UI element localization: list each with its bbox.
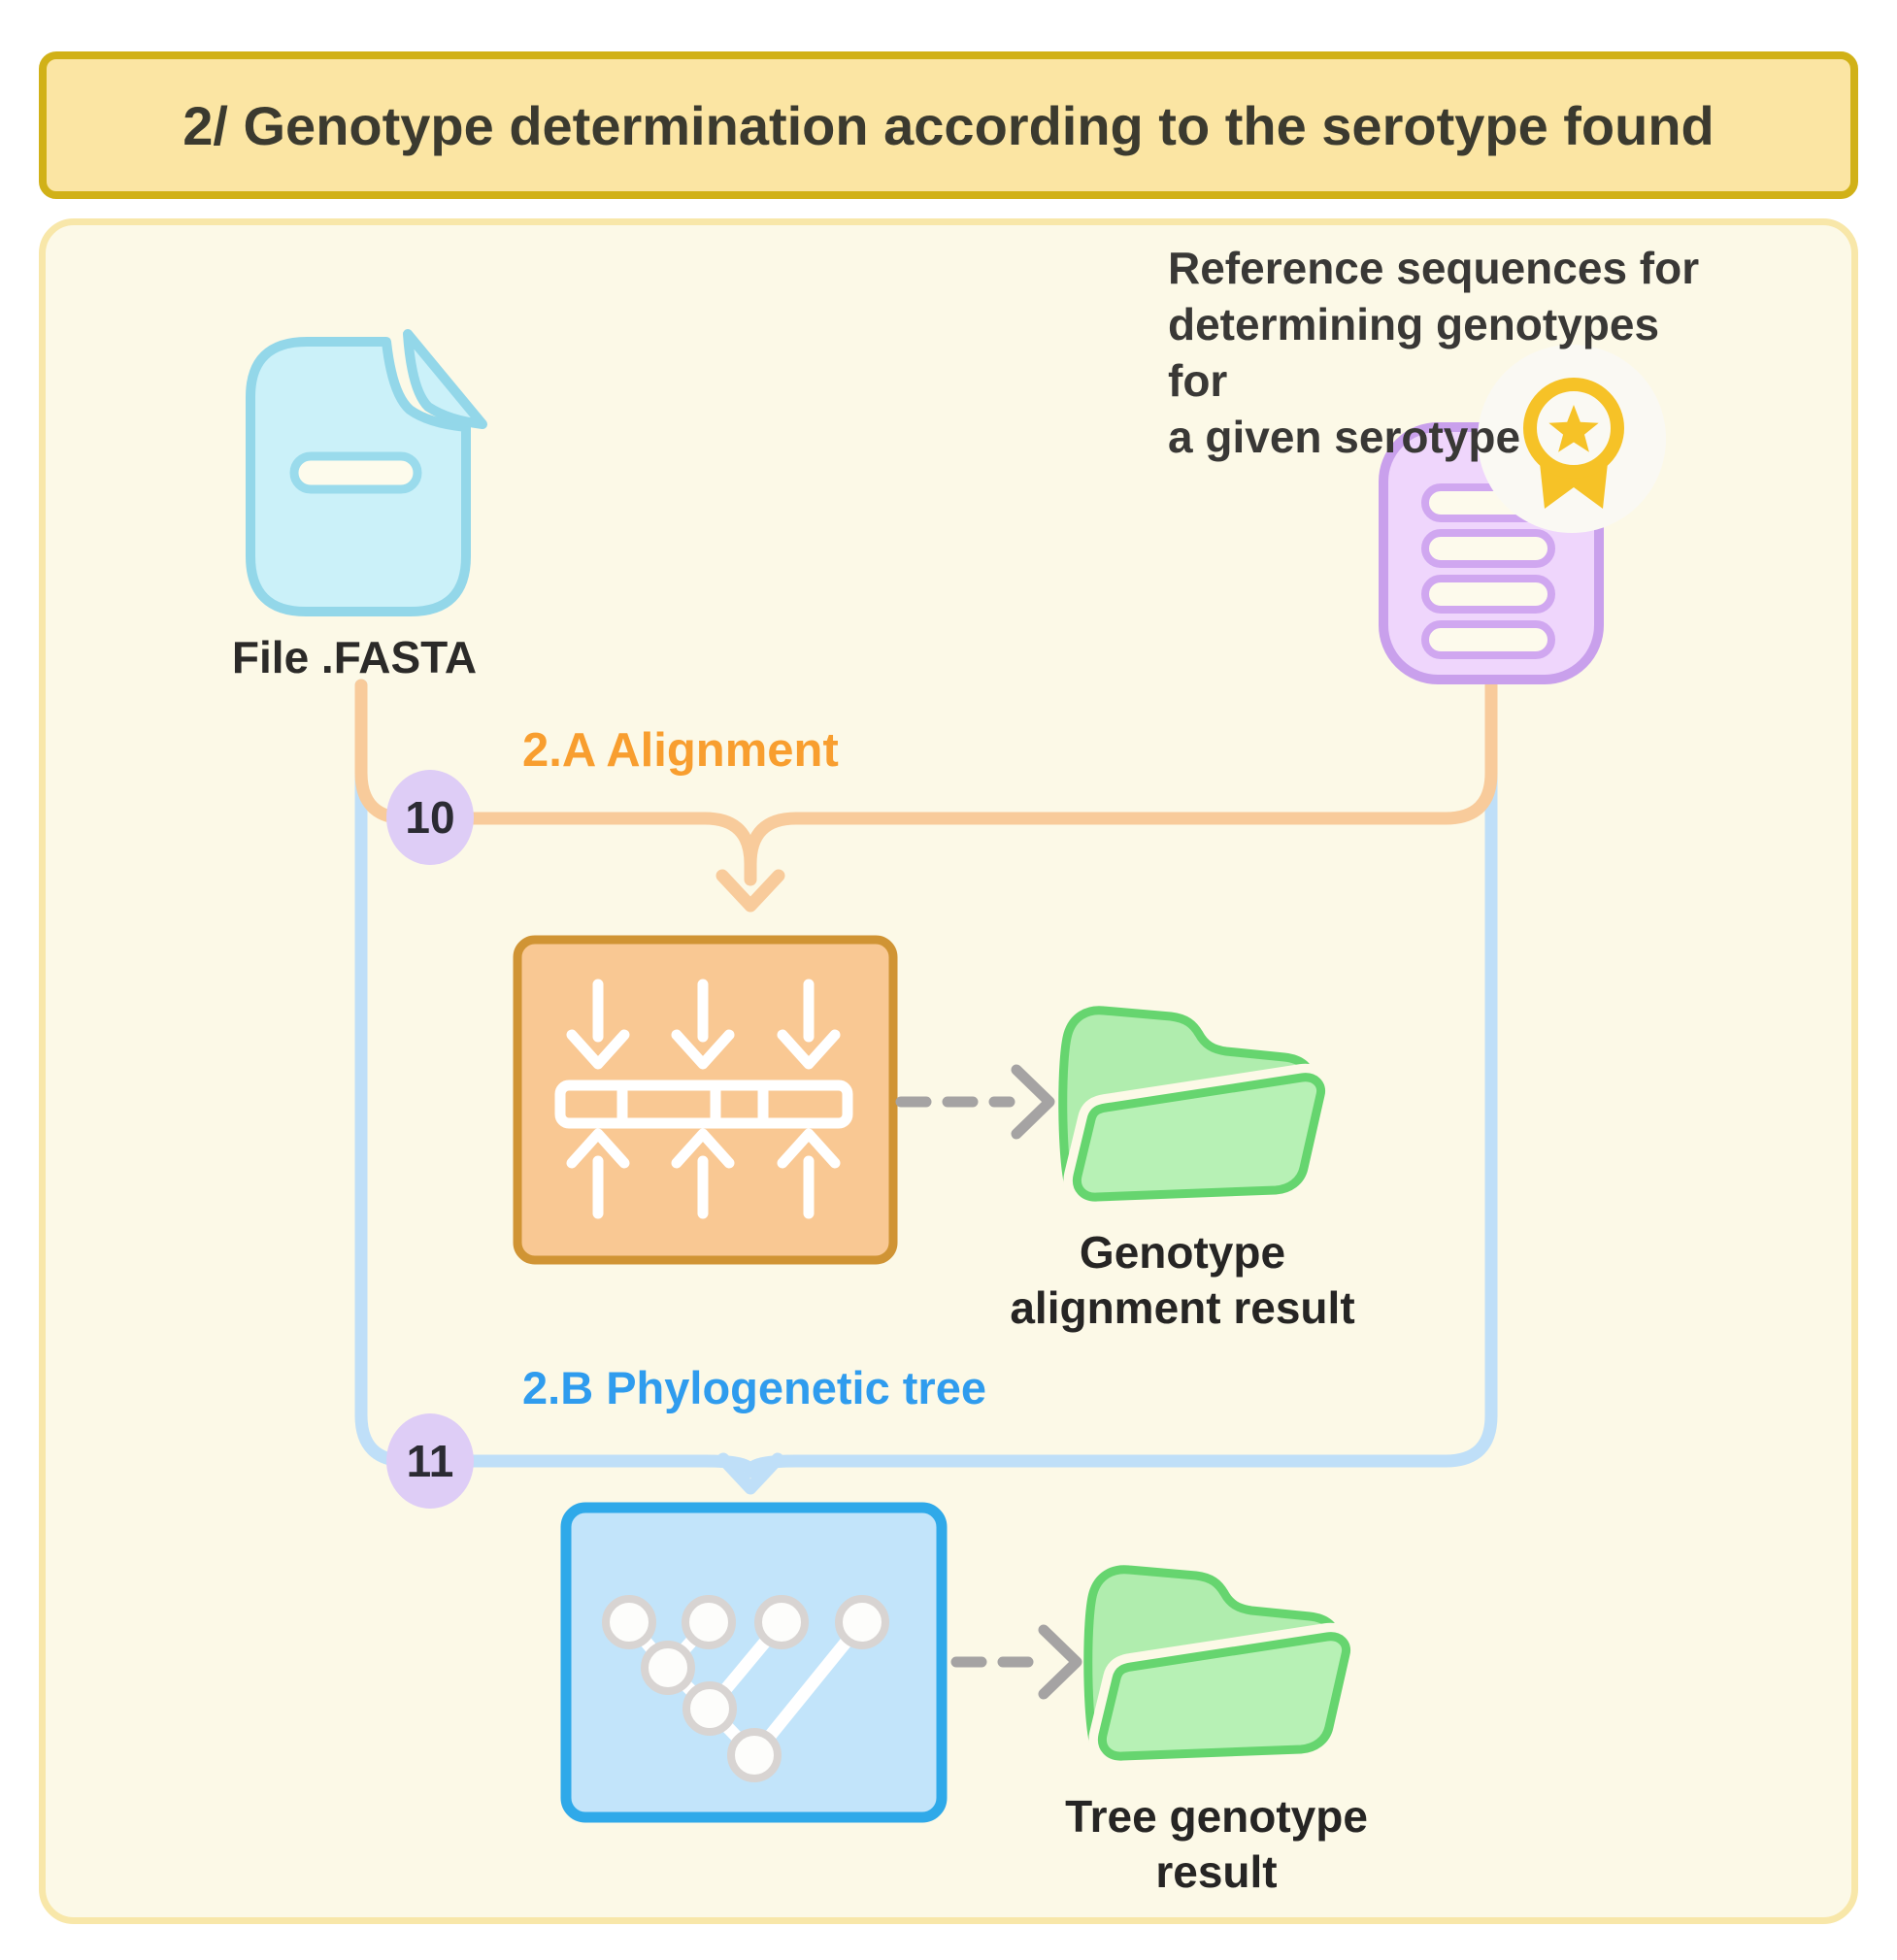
title-banner: 2/ Genotype determination according to t… — [39, 51, 1858, 199]
tree-nodes — [602, 1595, 889, 1782]
sequence-alignment-icon — [513, 935, 898, 1265]
fasta-document-icon — [246, 329, 487, 616]
label-line: Tree genotype — [1065, 1791, 1368, 1842]
label-line: alignment result — [1010, 1282, 1355, 1333]
tree-result-label: Tree genotype result — [993, 1789, 1440, 1900]
fasta-file-label: File .FASTA — [231, 632, 478, 682]
folder-icon — [1063, 1011, 1321, 1197]
step-number: 10 — [405, 792, 455, 843]
award-medal-icon — [1478, 345, 1666, 533]
step-alignment-label: 2.A Alignment — [522, 724, 839, 777]
folded-corner-icon — [403, 329, 487, 429]
star-icon — [1548, 405, 1599, 452]
alignment-connector-lines — [354, 679, 1498, 913]
step-number: 11 — [406, 1436, 454, 1486]
arrow-down-icon — [716, 1452, 784, 1495]
folder-icon — [1088, 1570, 1347, 1756]
caption-line: determining genotypes for — [1168, 299, 1660, 406]
phylogenetic-tree-icon — [560, 1502, 948, 1823]
page-title: 2/ Genotype determination according to t… — [183, 94, 1714, 156]
caption-line: Reference sequences for — [1168, 243, 1700, 293]
label-line: Genotype — [1079, 1227, 1286, 1278]
step-number-badge: 10 — [386, 770, 474, 865]
dashed-arrow-icon — [895, 1064, 1055, 1140]
step-phylo-label: 2.B Phylogenetic tree — [522, 1362, 986, 1413]
reference-sequences-caption: Reference sequences for determining geno… — [1168, 240, 1712, 465]
arrow-down-icon — [716, 869, 785, 913]
step-number-badge: 11 — [386, 1413, 474, 1509]
alignment-result-label: Genotype alignment result — [959, 1225, 1406, 1336]
caption-line: a given serotype — [1168, 412, 1521, 462]
label-line: result — [1155, 1846, 1278, 1897]
reference-document-icon — [1379, 345, 1666, 684]
dashed-arrow-icon — [950, 1624, 1082, 1700]
